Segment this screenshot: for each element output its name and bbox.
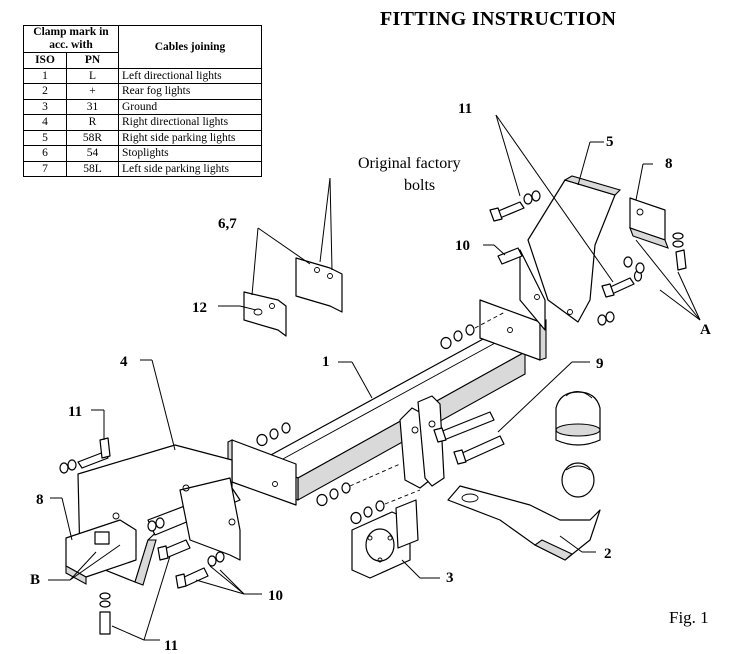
callout-9: 9 <box>596 356 604 372</box>
callout-3: 3 <box>446 570 454 586</box>
callout-b: B <box>30 572 40 588</box>
right-top-bolts <box>489 190 687 298</box>
callout-8-right: 8 <box>665 156 673 172</box>
neck-bolts <box>433 411 505 465</box>
crossbar-right-plate <box>479 299 547 361</box>
callout-11-top: 11 <box>458 101 472 117</box>
figure-label: Fig. 1 <box>669 608 709 627</box>
neck-nuts <box>316 463 421 525</box>
ball-cap <box>555 391 601 446</box>
callout-2: 2 <box>604 546 612 562</box>
clamp-mark-header: Clamp mark in acc. with <box>23 25 119 53</box>
page-title: FITTING INSTRUCTION <box>380 8 617 30</box>
plate-12 <box>243 291 287 337</box>
callout-6-7: 6,7 <box>218 216 237 232</box>
callout-a: A <box>700 322 711 338</box>
plate-6-7 <box>295 257 343 313</box>
leader-lines <box>48 114 701 641</box>
pn-cell: 58R <box>66 129 119 146</box>
callout-12: 12 <box>192 300 207 316</box>
cables-joining-header: Cables joining <box>118 25 262 69</box>
callout-10-right: 10 <box>455 238 470 254</box>
right-nuts <box>440 247 645 350</box>
callout-1: 1 <box>322 354 330 370</box>
table-row: 2+Rear fog lights <box>23 83 262 100</box>
clamp-cable-table: Clamp mark in acc. with Cables joining I… <box>23 25 262 177</box>
callout-10-bottom: 10 <box>268 588 283 604</box>
towball <box>561 462 595 498</box>
right-small-bracket <box>629 197 669 249</box>
left-bolts-nuts <box>59 422 291 635</box>
callout-4: 4 <box>120 354 128 370</box>
callout-11-left: 11 <box>68 404 82 420</box>
table-subheader-row: ISO PN <box>23 52 262 69</box>
table-header-row: Clamp mark in acc. with Cables joining <box>23 25 262 69</box>
callout-8-left: 8 <box>36 492 44 508</box>
towball-neck <box>399 395 601 561</box>
cable-cell: Right side parking lights <box>118 129 262 146</box>
pn-header: PN <box>66 52 119 69</box>
callout-5: 5 <box>606 134 614 150</box>
factory-bolts-note-line1: Original factory <box>358 155 461 172</box>
socket-plate <box>351 499 419 579</box>
cable-cell: Left side parking lights <box>118 160 262 177</box>
factory-bolts-note-line2: bolts <box>404 177 435 194</box>
callout-11-bottom: 11 <box>164 638 178 654</box>
